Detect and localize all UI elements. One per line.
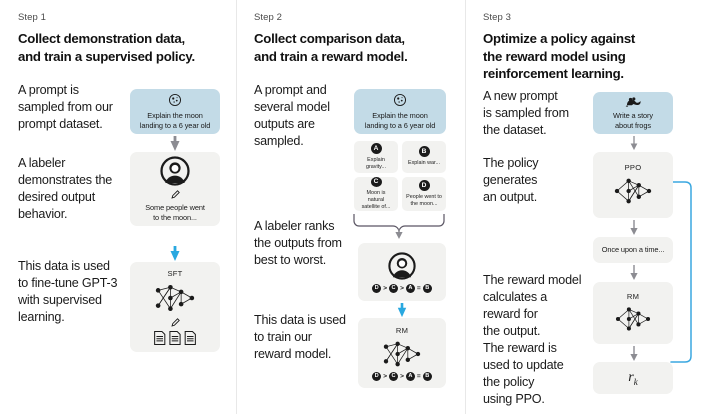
step-1-sft-title: SFT (167, 268, 183, 278)
reward-value: rk (628, 370, 637, 387)
step-2-output-card-a[interactable]: A Explain gravity... (354, 141, 398, 173)
step-3-rm-title: RM (626, 292, 640, 301)
frog-icon (625, 96, 642, 108)
step-2-rm-title: RM (395, 325, 409, 335)
rm-rank-item-2: C (389, 371, 399, 381)
step-3-arrow-2 (628, 220, 640, 236)
step-2-paragraph-1: A prompt and several model outputs are s… (254, 83, 330, 149)
step-1-arrow-blue (169, 246, 181, 262)
step-2-output-b-text: Explain war... (407, 160, 441, 167)
reward-symbol: r (628, 369, 634, 385)
step-3-reward-card[interactable]: rk (593, 362, 673, 394)
step-2-rank-sequence: D > C > A = B (372, 283, 432, 293)
column-divider-1 (236, 0, 237, 414)
rank-item-1: D (372, 283, 382, 293)
step-3-ppo-card[interactable]: PPO (593, 152, 673, 218)
rank-op-2: > (400, 284, 404, 292)
step-2-output-a-text: Explain gravity... (366, 156, 386, 170)
step-1-paragraph-2: A labeler demonstrates the desired outpu… (18, 156, 113, 222)
step-2-paragraph-3: This data is used to train our reward mo… (254, 313, 346, 362)
step-1-sft-card[interactable]: SFT (130, 262, 220, 352)
step-3-prompt-card[interactable]: Write a story about frogs (593, 92, 673, 134)
step-2-output-card-c[interactable]: C Moon is natural satellite of... (354, 177, 398, 211)
step-3-arrow-4 (628, 346, 640, 362)
step-3-arrow-3 (628, 265, 640, 281)
step-2-output-card-d[interactable]: D People went to the moon... (402, 177, 446, 211)
rank-op-1: > (383, 284, 388, 292)
step-2-arrow-blue (396, 303, 408, 318)
moon-icon (393, 93, 407, 107)
step-3-output-card[interactable]: Once upon a time... (593, 237, 673, 263)
step-1-prompt-text: Explain the moon landing to a 6 year old (139, 110, 211, 130)
step-2-label: Step 2 (254, 12, 283, 23)
pencil-icon (170, 189, 181, 200)
rm-rank-op-1: > (383, 372, 388, 380)
step-1-paragraph-1: A prompt is sampled from our prompt data… (18, 83, 113, 132)
step-3-paragraph-4: The reward is used to update the policy … (483, 341, 564, 407)
badge-d: D (418, 179, 430, 191)
step-1-label: Step 1 (18, 12, 47, 23)
step-3-title-line-3: reinforcement learning. (483, 66, 624, 82)
moon-icon (168, 93, 182, 107)
step-2-output-c-text: Moon is natural satellite of... (361, 189, 391, 210)
step-3-rm-card[interactable]: RM (593, 282, 673, 344)
step-1-title: Collect demonstration data, and train a … (18, 30, 236, 65)
badge-c: C (370, 177, 382, 187)
neural-net-icon (611, 175, 655, 207)
badge-a: A (370, 142, 382, 154)
step-3-title-line-2: the reward model using (483, 48, 626, 64)
labeler-icon (388, 251, 416, 280)
step-3-ppo-title: PPO (624, 163, 642, 172)
step-2-title-line-2: and train a reward model. (254, 48, 408, 64)
rm-rank-item-3: A (405, 371, 415, 381)
neural-net-icon (612, 304, 654, 334)
rank-item-2: C (389, 283, 399, 293)
pencil-icon (170, 317, 181, 328)
step-3-paragraph-1: A new prompt is sampled from the dataset… (483, 89, 569, 138)
step-3-prompt-text: Write a story about frogs (612, 110, 654, 130)
rm-rank-op-2: > (400, 372, 404, 380)
step-2-brace-arrow (352, 212, 448, 240)
step-3-label: Step 3 (483, 12, 512, 23)
step-3-title: Optimize a policy against the reward mod… (483, 30, 720, 83)
step-3-output-text: Once upon a time... (601, 245, 665, 255)
column-divider-2 (465, 0, 466, 414)
step-2-prompt-text: Explain the moon landing to a 6 year old (364, 110, 436, 130)
rm-rank-op-3: = (416, 372, 421, 380)
neural-net-icon (380, 338, 424, 370)
step-2-rm-card[interactable]: RM D (358, 318, 446, 388)
neural-net-icon (152, 281, 198, 315)
step-2-rm-rank-sequence: D > C > A = B (372, 371, 432, 381)
rank-item-4: B (422, 283, 432, 293)
step-1-title-line-1: Collect demonstration data, (18, 31, 185, 46)
rm-rank-item-4: B (422, 371, 432, 381)
step-3-title-line-1: Optimize a policy against (483, 31, 636, 46)
step-3-arrow-1 (628, 136, 640, 151)
step-2-column: Step 2 Collect comparison data, and trai… (236, 0, 465, 414)
step-1-labeler-text: Some people went to the moon... (145, 202, 205, 222)
step-1-paragraph-3: This data is used to fine-tune GPT-3 wit… (18, 259, 118, 325)
step-2-rank-card[interactable]: D > C > A = B (358, 243, 446, 301)
step-3-paragraph-2: The policy generates an output. (483, 156, 539, 205)
rank-op-3: = (416, 284, 421, 292)
step-1-arrow-gray (169, 136, 181, 152)
step-2-paragraph-2: A labeler ranks the outputs from best to… (254, 219, 342, 268)
reward-subscript: k (633, 376, 638, 387)
step-3-paragraph-3: The reward model calculates a reward for… (483, 273, 582, 339)
step-3-column: Step 3 Optimize a policy against the rew… (465, 0, 720, 414)
step-2-output-d-text: People went to the moon... (406, 193, 442, 207)
step-1-prompt-card[interactable]: Explain the moon landing to a 6 year old (130, 89, 220, 134)
step-1-column: Step 1 Collect demonstration data, and t… (0, 0, 236, 414)
step-1-title-line-2: and train a supervised policy. (18, 48, 195, 64)
step-2-title-line-1: Collect comparison data, (254, 31, 405, 46)
step-2-prompt-card[interactable]: Explain the moon landing to a 6 year old (354, 89, 446, 134)
step-2-title: Collect comparison data, and train a rew… (254, 30, 465, 65)
step-1-labeler-card[interactable]: Some people went to the moon... (130, 152, 220, 226)
rm-rank-item-1: D (372, 371, 382, 381)
step-2-output-card-b[interactable]: B Explain war... (402, 141, 446, 173)
labeler-icon (160, 155, 190, 186)
documents-icon (153, 330, 197, 346)
rank-item-3: A (405, 283, 415, 293)
badge-b: B (418, 146, 430, 158)
